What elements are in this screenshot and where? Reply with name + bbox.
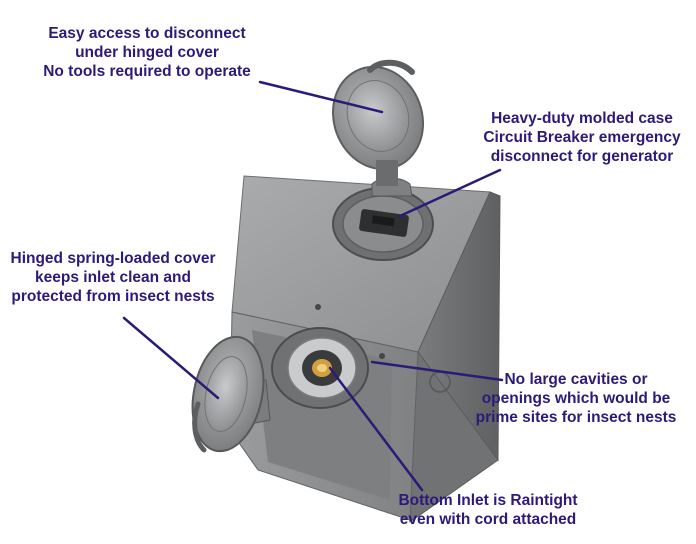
callout-bottom-inlet: Bottom Inlet is Raintight even with cord…	[372, 491, 604, 529]
leader-line-inlet	[328, 366, 424, 492]
callout-line: prime sites for insect nests	[475, 409, 677, 426]
callout-circuit-breaker: Heavy-duty molded case Circuit Breaker e…	[470, 109, 694, 166]
leader-line-cover	[122, 316, 220, 400]
callout-line: even with cord attached	[399, 511, 577, 528]
bottom-inlet	[271, 327, 369, 409]
callout-line: openings which would be	[481, 390, 671, 407]
leader-line-access	[258, 80, 384, 114]
callout-line: Easy access to disconnect	[48, 25, 246, 42]
callout-line: Bottom Inlet is Raintight	[398, 492, 578, 509]
callout-line: Heavy-duty molded case	[491, 110, 673, 127]
screw-icon	[379, 353, 385, 359]
leader-lines	[122, 80, 504, 492]
callout-line: No tools required to operate	[43, 63, 251, 80]
callout-no-cavities: No large cavities or openings which woul…	[456, 370, 696, 427]
callout-line: Circuit Breaker emergency	[483, 129, 681, 146]
front-hinged-cover	[191, 335, 271, 453]
leader-line-breaker	[398, 168, 502, 218]
callout-line: Hinged spring-loaded cover	[10, 250, 216, 267]
top-hinged-cover	[331, 59, 425, 197]
callout-line: No large cavities or	[504, 371, 648, 388]
breaker-window	[332, 187, 434, 261]
callout-line: disconnect for generator	[490, 148, 674, 165]
callout-line: protected from insect nests	[11, 288, 215, 305]
callout-line: under hinged cover	[75, 44, 219, 61]
leader-line-cavities	[370, 360, 504, 382]
screw-icon	[315, 304, 321, 310]
callout-line: keeps inlet clean and	[35, 269, 191, 286]
callout-easy-access: Easy access to disconnect under hinged c…	[22, 24, 272, 81]
callout-hinged-cover: Hinged spring-loaded cover keeps inlet c…	[0, 249, 226, 306]
